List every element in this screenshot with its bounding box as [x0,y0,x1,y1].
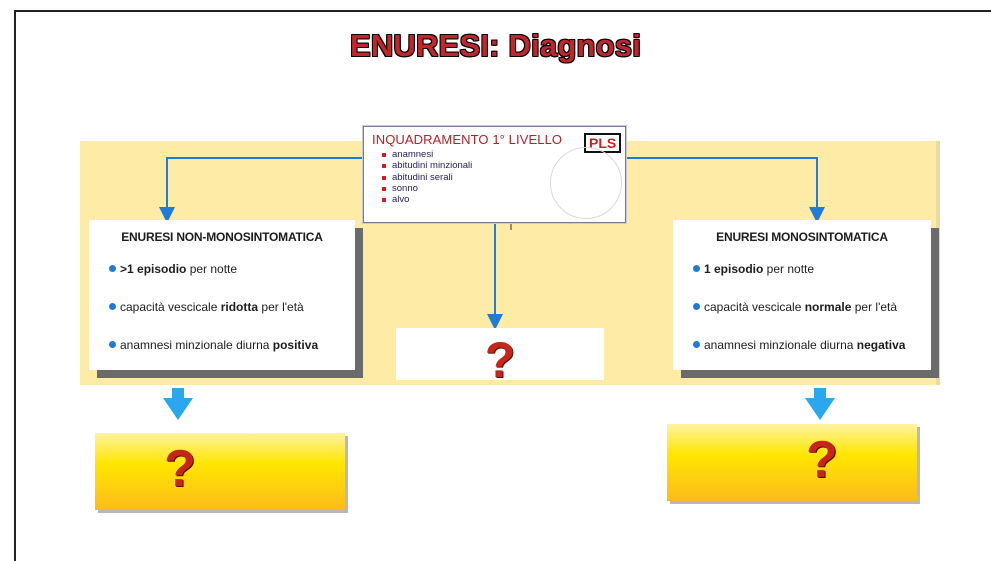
list-item: abitudini minzionali [382,160,617,171]
fat-arrow-right-down [805,388,835,420]
slide-frame-top [14,10,991,12]
bullet-item: anamnesi minzionale diurna positiva [109,338,318,352]
center-question-mark: ? [484,332,516,388]
bullet-item: anamnesi minzionale diurna negativa [693,338,905,352]
bullet-item: capacità vescicale ridotta per l'età [109,300,304,314]
list-item: abitudini serali [382,172,617,183]
slide-title: ENURESI: Diagnosi [349,28,642,63]
fat-arrow-left-down [163,388,193,420]
level1-heading: INQUADRAMENTO 1° LIVELLO [372,132,563,147]
left-question-mark: ? [164,440,196,498]
non-monosintomatica-heading: ENURESI NON-MONOSINTOMATICA [121,230,323,244]
center-unknown-box: ? [396,328,604,386]
bullet-item: 1 episodio per notte [693,262,814,276]
bullet-dot-icon [109,341,116,348]
bullet-dot-icon [693,341,700,348]
list-item: anamnesi [382,149,617,160]
right-question-mark: ? [806,431,838,489]
level1-list: anamnesi abitudini minzionali abitudini … [382,149,617,205]
diagram-band-shadow [936,141,940,385]
bullet-dot-icon [109,303,116,310]
bullet-item: capacità vescicale normale per l'età [693,300,897,314]
sipps-seal-watermark [550,147,622,219]
bullet-dot-icon [693,303,700,310]
arrow-to-monosintomatica [626,157,825,223]
list-item: alvo [382,194,617,205]
bullet-item: >1 episodio per notte [109,262,237,276]
monosintomatica-box: ENURESI MONOSINTOMATICA 1 episodio per n… [673,220,931,370]
left-outcome-box: ? [95,433,345,510]
level1-assessment-box: INQUADRAMENTO 1° LIVELLO PLS anamnesi ab… [363,126,626,223]
monosintomatica-heading: ENURESI MONOSINTOMATICA [716,230,888,244]
list-item: sonno [382,183,617,194]
right-outcome-box: ? [667,424,917,501]
bullet-dot-icon [109,265,116,272]
arrow-to-non-monosintomatica [159,157,363,223]
non-monosintomatica-box: ENURESI NON-MONOSINTOMATICA >1 episodio … [89,220,355,370]
bullet-dot-icon [693,265,700,272]
slide-frame-left [14,10,16,561]
